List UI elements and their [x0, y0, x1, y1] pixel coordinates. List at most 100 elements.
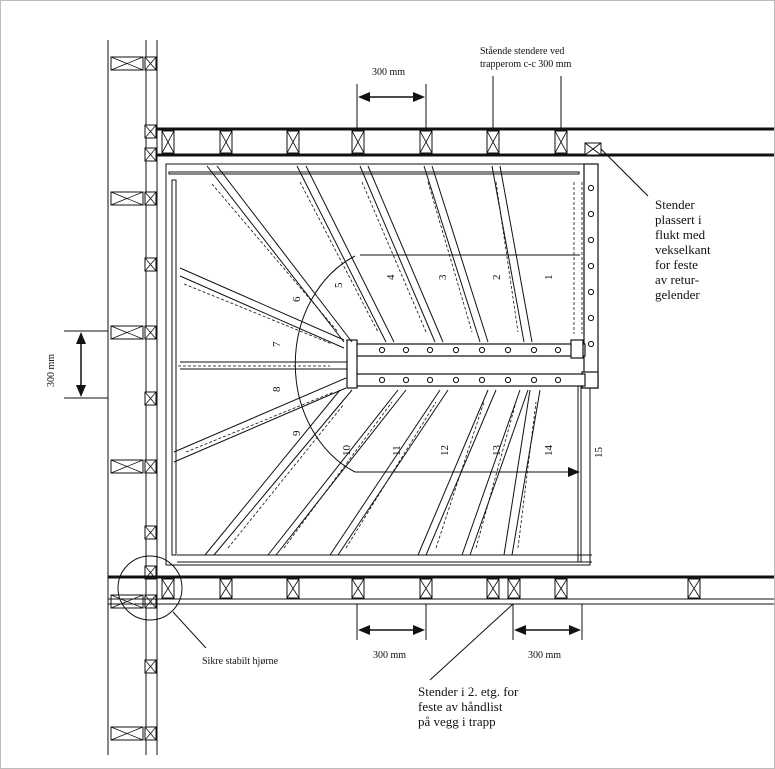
step-number: 7	[271, 341, 283, 347]
bolt-hole	[530, 376, 538, 384]
bolt-hole	[587, 236, 595, 244]
bolt-hole	[587, 340, 595, 348]
bolt-hole	[478, 376, 486, 384]
bolt-hole	[504, 376, 512, 384]
bolt-hole	[554, 346, 562, 354]
dimension-top	[356, 84, 427, 129]
stud-cross	[351, 130, 365, 154]
dimension-bottom-right	[512, 604, 583, 640]
step-number: 13	[491, 445, 503, 457]
left-wall-studs	[110, 56, 157, 741]
bolt-hole	[378, 376, 386, 384]
right-stringer-post	[581, 163, 599, 389]
stud-note-line-2: trapperom c-c 300 mm	[480, 59, 572, 70]
bolt-hole	[504, 346, 512, 354]
stud-cross	[144, 525, 157, 540]
stud-cross	[144, 325, 157, 340]
dimension-bottom-left-label: 300 mm	[373, 650, 406, 661]
bolt-hole	[530, 346, 538, 354]
bolt-hole	[554, 376, 562, 384]
stud-flush-line: av retur-	[655, 272, 699, 287]
dimension-bottom-left	[356, 604, 427, 640]
bolt-hole	[402, 376, 410, 384]
walking-line-arrowhead	[568, 467, 580, 477]
handrail-note-leader	[429, 603, 514, 681]
stud-cross	[144, 124, 157, 139]
stud-cross	[110, 459, 144, 474]
stud-cross	[161, 578, 175, 599]
stud-cross	[110, 726, 144, 741]
spine-bolt-holes	[378, 346, 562, 384]
step-number: 8	[271, 386, 283, 392]
stud-cross	[144, 191, 157, 206]
stud-flush-line: vekselkant	[655, 242, 711, 257]
bolt-hole	[378, 346, 386, 354]
dimension-left-label: 300 mm	[46, 354, 57, 387]
bolt-hole	[426, 376, 434, 384]
corner-detail-circle	[117, 555, 183, 621]
stud-note-leaders	[492, 76, 562, 129]
bolt-hole	[587, 314, 595, 322]
stud-cross	[286, 130, 300, 154]
step-number: 3	[437, 274, 449, 280]
bottom-wall-studs	[161, 578, 701, 599]
stud-cross	[687, 578, 701, 599]
corner-note-leader	[172, 611, 207, 649]
stud-flush-line: for feste	[655, 257, 698, 272]
top-wall-studs	[161, 130, 568, 154]
stud-cross	[110, 325, 144, 340]
bolt-hole	[587, 184, 595, 192]
stud-flush-line: Stender	[655, 197, 695, 212]
step-number: 2	[491, 275, 503, 281]
corner-note: Sikre stabilt hjørne	[202, 656, 279, 667]
central-spine	[346, 339, 586, 389]
stud-cross	[144, 56, 157, 71]
stud-flush-note: Stender plassert i flukt med vekselkant …	[655, 197, 711, 302]
dimension-bottom-right-label: 300 mm	[528, 650, 561, 661]
step-number: 14	[543, 445, 555, 457]
bolt-hole	[426, 346, 434, 354]
right-post-bolt-holes	[587, 184, 595, 348]
stud-cross	[286, 578, 300, 599]
stud-cross	[554, 130, 568, 154]
handrail-note-line: på vegg i trapp	[418, 714, 496, 729]
step-number: 9	[291, 430, 303, 436]
bolt-hole	[402, 346, 410, 354]
stud-flush-leader	[597, 145, 649, 197]
stud-cross	[219, 130, 233, 154]
stud-cross	[144, 726, 157, 741]
stud-cross	[144, 147, 157, 162]
stud-cross	[144, 257, 157, 272]
stud-cross	[486, 578, 500, 599]
handrail-note-line: feste av håndlist	[418, 699, 503, 714]
upper-flight-treads	[173, 165, 580, 556]
stud-flush-box-cross	[584, 142, 602, 156]
stud-flush-line: gelender	[655, 287, 700, 302]
stud-cross	[161, 130, 175, 154]
handrail-note: Stender i 2. etg. for feste av håndlist …	[418, 684, 519, 729]
stair-opening-outline	[165, 163, 592, 566]
step-number: 5	[333, 282, 345, 288]
stud-cross	[507, 578, 521, 599]
stud-cross	[351, 578, 365, 599]
step-number: 1	[543, 275, 555, 281]
dimension-left	[64, 330, 108, 399]
top-wall	[157, 127, 775, 157]
stud-cross	[554, 578, 568, 599]
hidden-lines	[178, 181, 583, 549]
stud-cross	[219, 578, 233, 599]
bolt-hole	[587, 210, 595, 218]
stud-cross	[419, 578, 433, 599]
stud-cross	[144, 459, 157, 474]
walking-line-arc	[294, 255, 356, 473]
dimension-top-label: 300 mm	[372, 67, 405, 78]
step-number: 6	[291, 296, 303, 302]
step-numbers: 1 2 3 4 5 6 7 8 9 10 11 12 13 14 15	[271, 274, 605, 458]
bolt-hole	[452, 346, 460, 354]
stud-flush-line: flukt med	[655, 227, 706, 242]
stud-cross	[419, 130, 433, 154]
step-number: 4	[385, 274, 397, 280]
stud-cross	[110, 56, 144, 71]
stud-cross	[144, 594, 157, 609]
